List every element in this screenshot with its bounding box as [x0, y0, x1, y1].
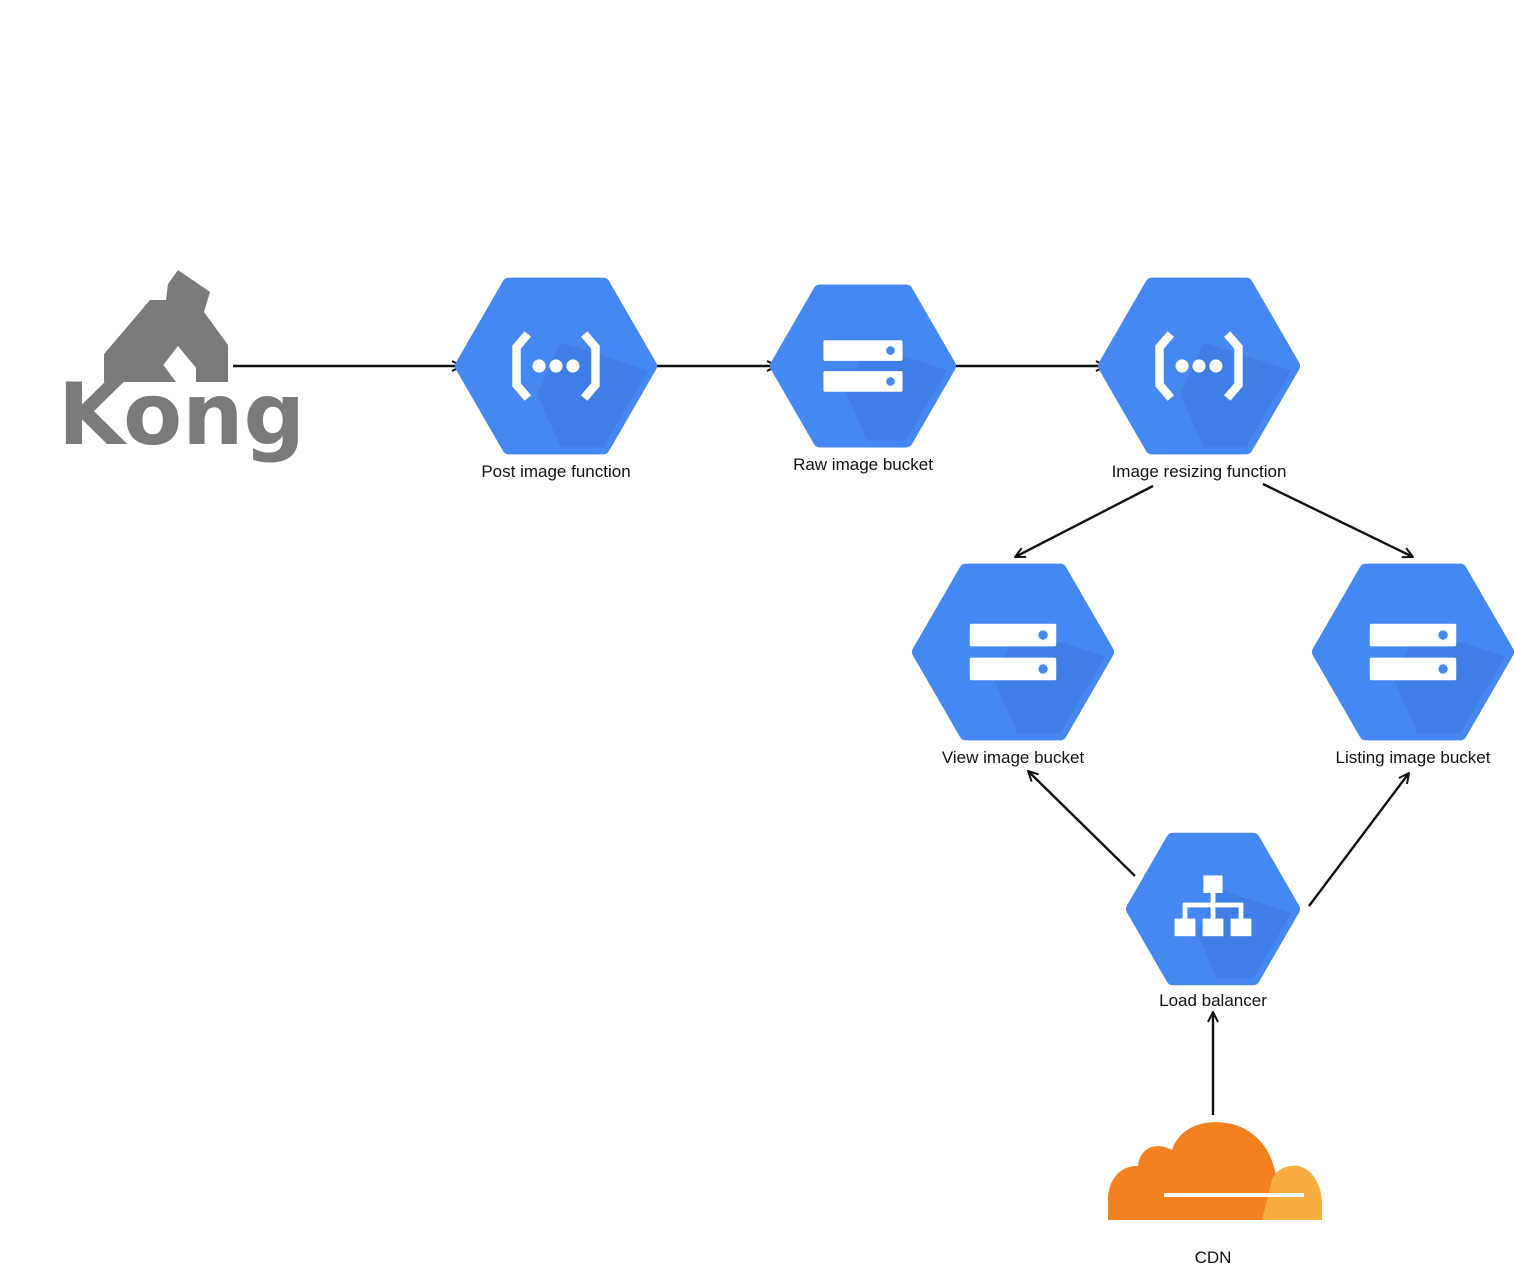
label-view-image-bucket: View image bucket — [942, 748, 1085, 767]
kong-wordmark: Kong — [58, 365, 305, 465]
node-shadow — [537, 342, 649, 448]
node-shadow — [994, 628, 1106, 734]
cloudflare-cloud-icon — [1108, 1122, 1322, 1220]
label-listing-image-bucket: Listing image bucket — [1336, 748, 1491, 767]
node-shadow — [1180, 342, 1292, 448]
label-image-resizing-function: Image resizing function — [1112, 462, 1287, 481]
edge-image-resizing-function-to-listing-image-bucket — [1262, 482, 1413, 557]
node-listing-image-bucket — [1312, 563, 1514, 741]
label-post-image-function: Post image function — [481, 462, 630, 481]
kong-logo: Kong — [58, 270, 305, 465]
edge-load-balancer-to-view-image-bucket — [1028, 771, 1136, 877]
nodes-layer — [455, 277, 1514, 986]
label-cdn: CDN — [1195, 1248, 1232, 1267]
edges-layer — [233, 366, 1413, 1115]
node-image-resizing-function — [1098, 277, 1300, 455]
node-shadow — [845, 344, 948, 441]
node-shadow — [1394, 628, 1506, 734]
label-load-balancer: Load balancer — [1159, 991, 1267, 1010]
labels-layer: Post image function Raw image bucket Ima… — [481, 455, 1490, 1267]
label-raw-image-bucket: Raw image bucket — [793, 455, 933, 474]
gorilla-logo-icon — [104, 270, 228, 382]
node-load-balancer — [1126, 832, 1300, 986]
edge-load-balancer-to-listing-image-bucket — [1308, 773, 1409, 907]
node-view-image-bucket — [912, 563, 1114, 741]
node-post-image-function — [455, 277, 657, 455]
node-raw-image-bucket — [770, 284, 956, 448]
edge-image-resizing-function-to-view-image-bucket — [1015, 484, 1154, 559]
